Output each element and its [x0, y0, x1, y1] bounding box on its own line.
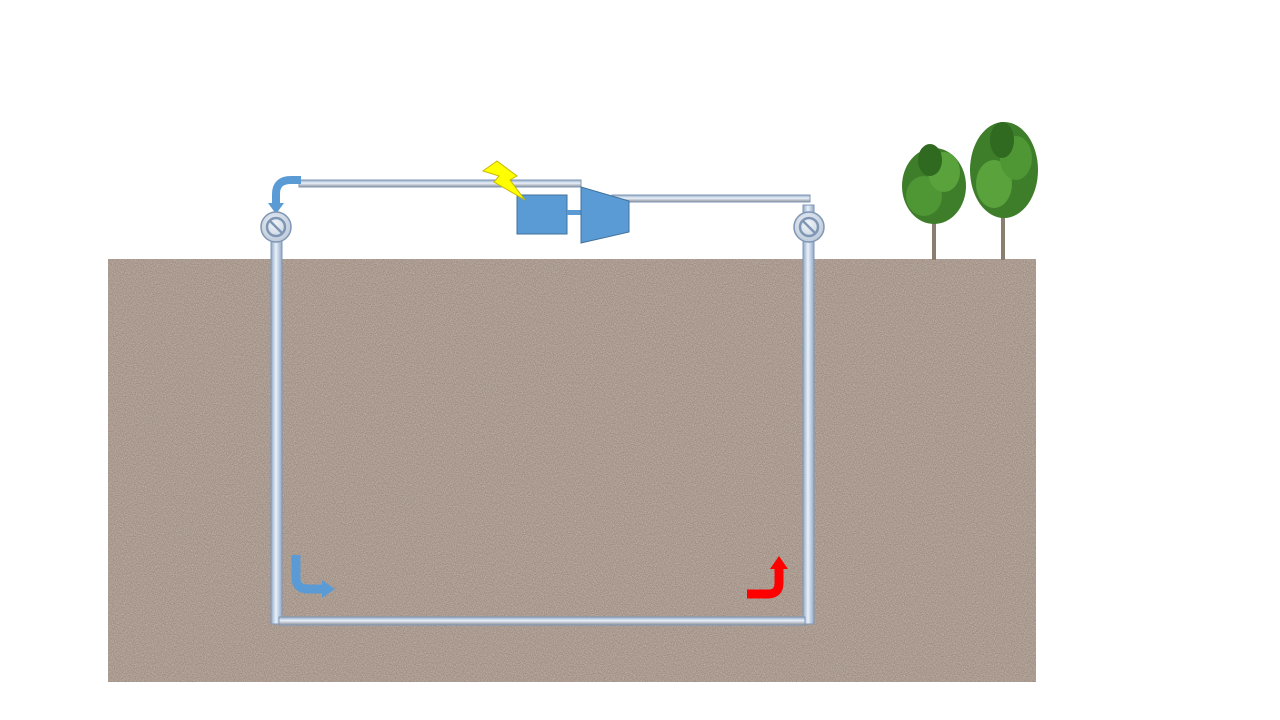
top-left-pipe — [299, 180, 581, 187]
left-vertical-pipe — [271, 236, 282, 624]
right-vertical-pipe — [803, 205, 814, 624]
no-entry-valve-icon — [261, 212, 291, 242]
top-right-pipe — [612, 195, 810, 202]
motor-box — [517, 195, 567, 234]
bottom-horizontal-pipe — [279, 617, 805, 625]
no-entry-valve-icon — [794, 212, 824, 242]
tree-icon — [970, 122, 1038, 260]
return-flow-arrow-icon — [268, 180, 301, 214]
tree-icon — [902, 144, 966, 260]
